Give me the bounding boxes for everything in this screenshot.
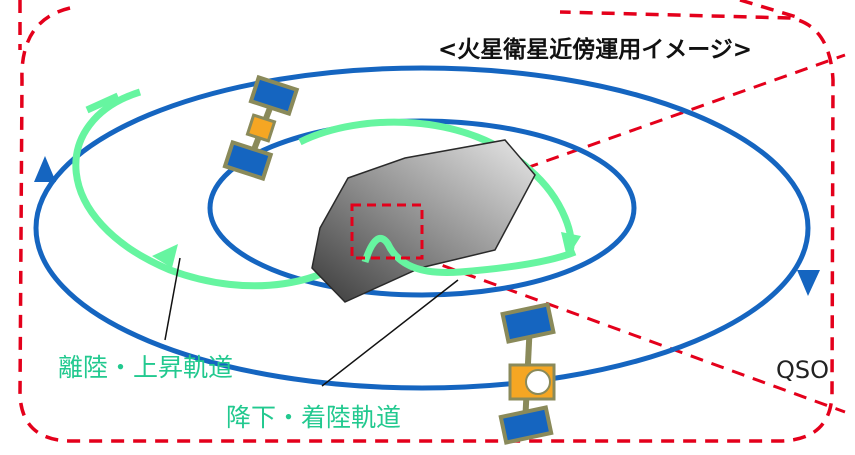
descent-leader-line [321, 279, 459, 387]
spacecraft-lower [498, 302, 556, 445]
ascent-trajectory-outer-gap [85, 92, 120, 114]
spacecraft-upper [222, 74, 300, 182]
dashed-frame-tail-right [739, 0, 801, 20]
zoom-line-lower [421, 256, 846, 414]
ascent-trajectory-outer [72, 88, 368, 290]
qso-label: QSO [776, 356, 830, 384]
descent-trajectory-label: 降下・着陸軌道 [226, 403, 402, 432]
martian-moon [311, 139, 536, 303]
zoom-region-box [350, 203, 424, 260]
dashed-frame [18, 6, 835, 443]
descent-trajectory [361, 235, 577, 277]
qso-orbit-outer [33, 65, 811, 391]
ascent-leader-line [164, 257, 181, 341]
inner-trajectory-arrow [561, 232, 581, 258]
diagram-title: <火星衛星近傍運用イメージ> [438, 37, 753, 63]
ascent-trajectory-label: 離陸・上昇軌道 [58, 353, 234, 382]
ascent-trajectory-arrow [152, 244, 178, 268]
qso-orbit-arrow-right [797, 270, 820, 296]
qso-orbit-arrow-left [34, 156, 56, 182]
